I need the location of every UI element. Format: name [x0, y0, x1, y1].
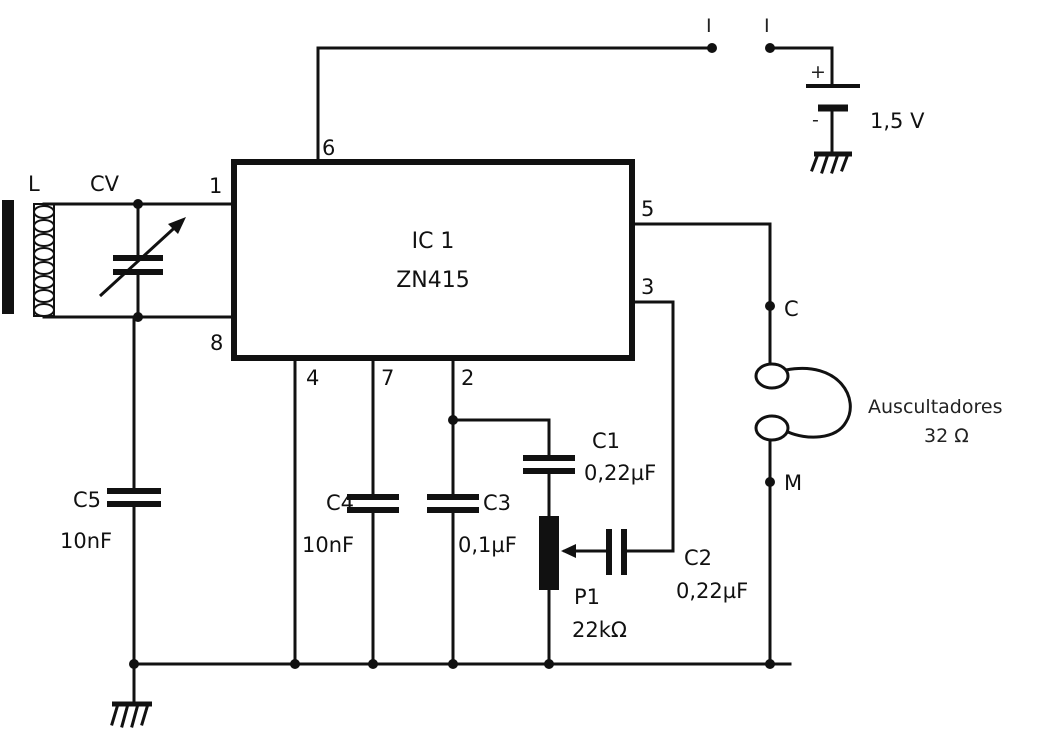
wire-pin6-supply — [316, 46, 714, 164]
switch-left-contact — [707, 43, 717, 53]
inductor-label: L — [28, 172, 40, 196]
switch-right-label: I — [764, 15, 770, 37]
inductor-coil — [2, 200, 55, 317]
battery-voltage-label: 1,5 V — [870, 109, 925, 133]
c1-ref-label: C1 — [592, 429, 620, 453]
potentiometer-p1 — [539, 516, 608, 666]
pin-4-label: 4 — [306, 366, 319, 390]
headphones-label: Auscultadores — [868, 396, 1002, 418]
battery-symbol — [806, 84, 860, 152]
c5-value-label: 10nF — [60, 529, 112, 553]
ground-symbol — [110, 662, 152, 728]
headphones-impedance-label: 32 Ω — [924, 425, 969, 447]
p1-value-label: 22kΩ — [572, 618, 627, 642]
pin-6-label: 6 — [322, 136, 335, 160]
pin-3-label: 3 — [641, 275, 654, 299]
c3-ref-label: C3 — [483, 491, 511, 515]
junction-c-terminal — [765, 301, 775, 311]
wire-pin5-phones — [630, 222, 772, 366]
phones-terminal-label: M — [784, 471, 802, 495]
pin-8-label: 8 — [210, 331, 223, 355]
c2-ref-label: C2 — [684, 546, 712, 570]
c2-value-label: 0,22µF — [676, 579, 748, 603]
ic-ref-label: IC 1 — [412, 229, 455, 254]
pin-2-label: 2 — [461, 366, 474, 390]
ic-body — [231, 159, 635, 361]
pin-1-label: 1 — [209, 174, 222, 198]
headphones-symbol — [754, 362, 852, 666]
c3-value-label: 0,1µF — [458, 533, 517, 557]
phones-common-label: C — [784, 297, 799, 321]
battery-plus-label: + — [810, 61, 826, 83]
c1-value-label: 0,22µF — [584, 461, 656, 485]
capacitor-c2 — [606, 300, 675, 575]
variable-capacitor-cv — [98, 202, 186, 319]
capacitor-c3 — [427, 356, 479, 666]
battery-ground-symbol — [810, 151, 852, 174]
switch-left-label: I — [706, 15, 712, 37]
capacitor-c1 — [451, 418, 575, 518]
battery-minus-label: - — [812, 109, 819, 131]
wire-switch-battery — [768, 46, 834, 88]
junction-m-terminal — [765, 477, 775, 487]
pin-7-label: 7 — [381, 366, 394, 390]
ic-part-label: ZN415 — [396, 268, 470, 293]
variable-capacitor-label: CV — [90, 172, 120, 196]
c4-value-label: 10nF — [302, 533, 354, 557]
c5-ref-label: C5 — [73, 488, 101, 512]
c4-ref-label: C4 — [326, 491, 354, 515]
p1-ref-label: P1 — [574, 585, 600, 609]
capacitor-c5 — [107, 315, 161, 666]
capacitor-c4 — [347, 356, 399, 666]
pin-5-label: 5 — [641, 197, 654, 221]
